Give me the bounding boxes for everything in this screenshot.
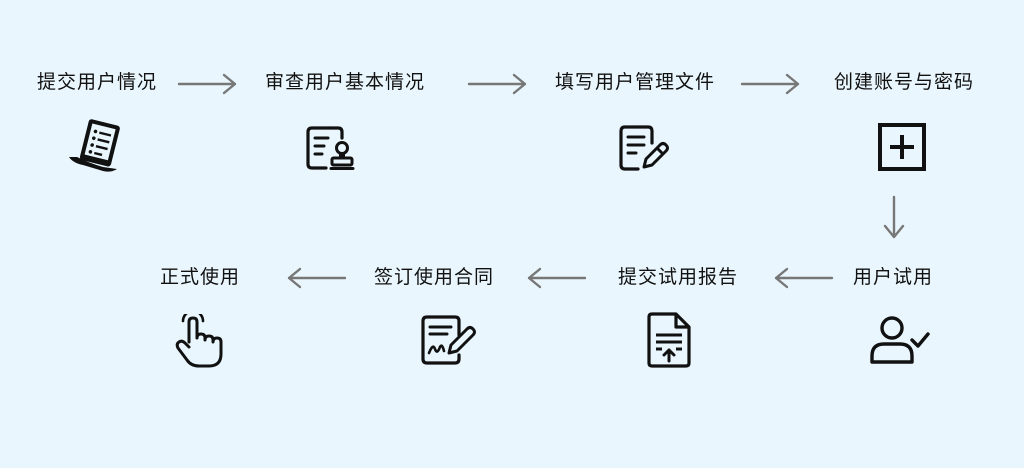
step-5-label: 用户试用 (852, 266, 934, 288)
document-upload-icon (646, 311, 692, 369)
step-6-label: 提交试用报告 (617, 266, 739, 288)
contract-sign-icon (419, 313, 479, 367)
arrow-left-2 (525, 266, 587, 290)
plus-square-icon (877, 122, 927, 172)
step-2-label: 审查用户基本情况 (264, 71, 426, 93)
arrow-down (882, 195, 906, 241)
arrow-right-3 (740, 72, 802, 96)
document-stamp-icon (304, 124, 360, 172)
document-edit-icon (616, 123, 672, 173)
arrow-left-3 (285, 266, 347, 290)
step-7-label: 签订使用合同 (373, 266, 495, 288)
arrow-right-2 (467, 72, 529, 96)
pointer-hand-icon (173, 314, 225, 370)
arrow-right-1 (177, 72, 239, 96)
document-list-icon (63, 117, 129, 175)
step-4-label: 创建账号与密码 (833, 71, 975, 93)
user-check-icon (868, 314, 932, 366)
step-1-label: 提交用户情况 (36, 71, 158, 93)
step-8-label: 正式使用 (159, 266, 241, 288)
arrow-left-1 (772, 266, 834, 290)
step-3-label: 填写用户管理文件 (554, 71, 716, 93)
